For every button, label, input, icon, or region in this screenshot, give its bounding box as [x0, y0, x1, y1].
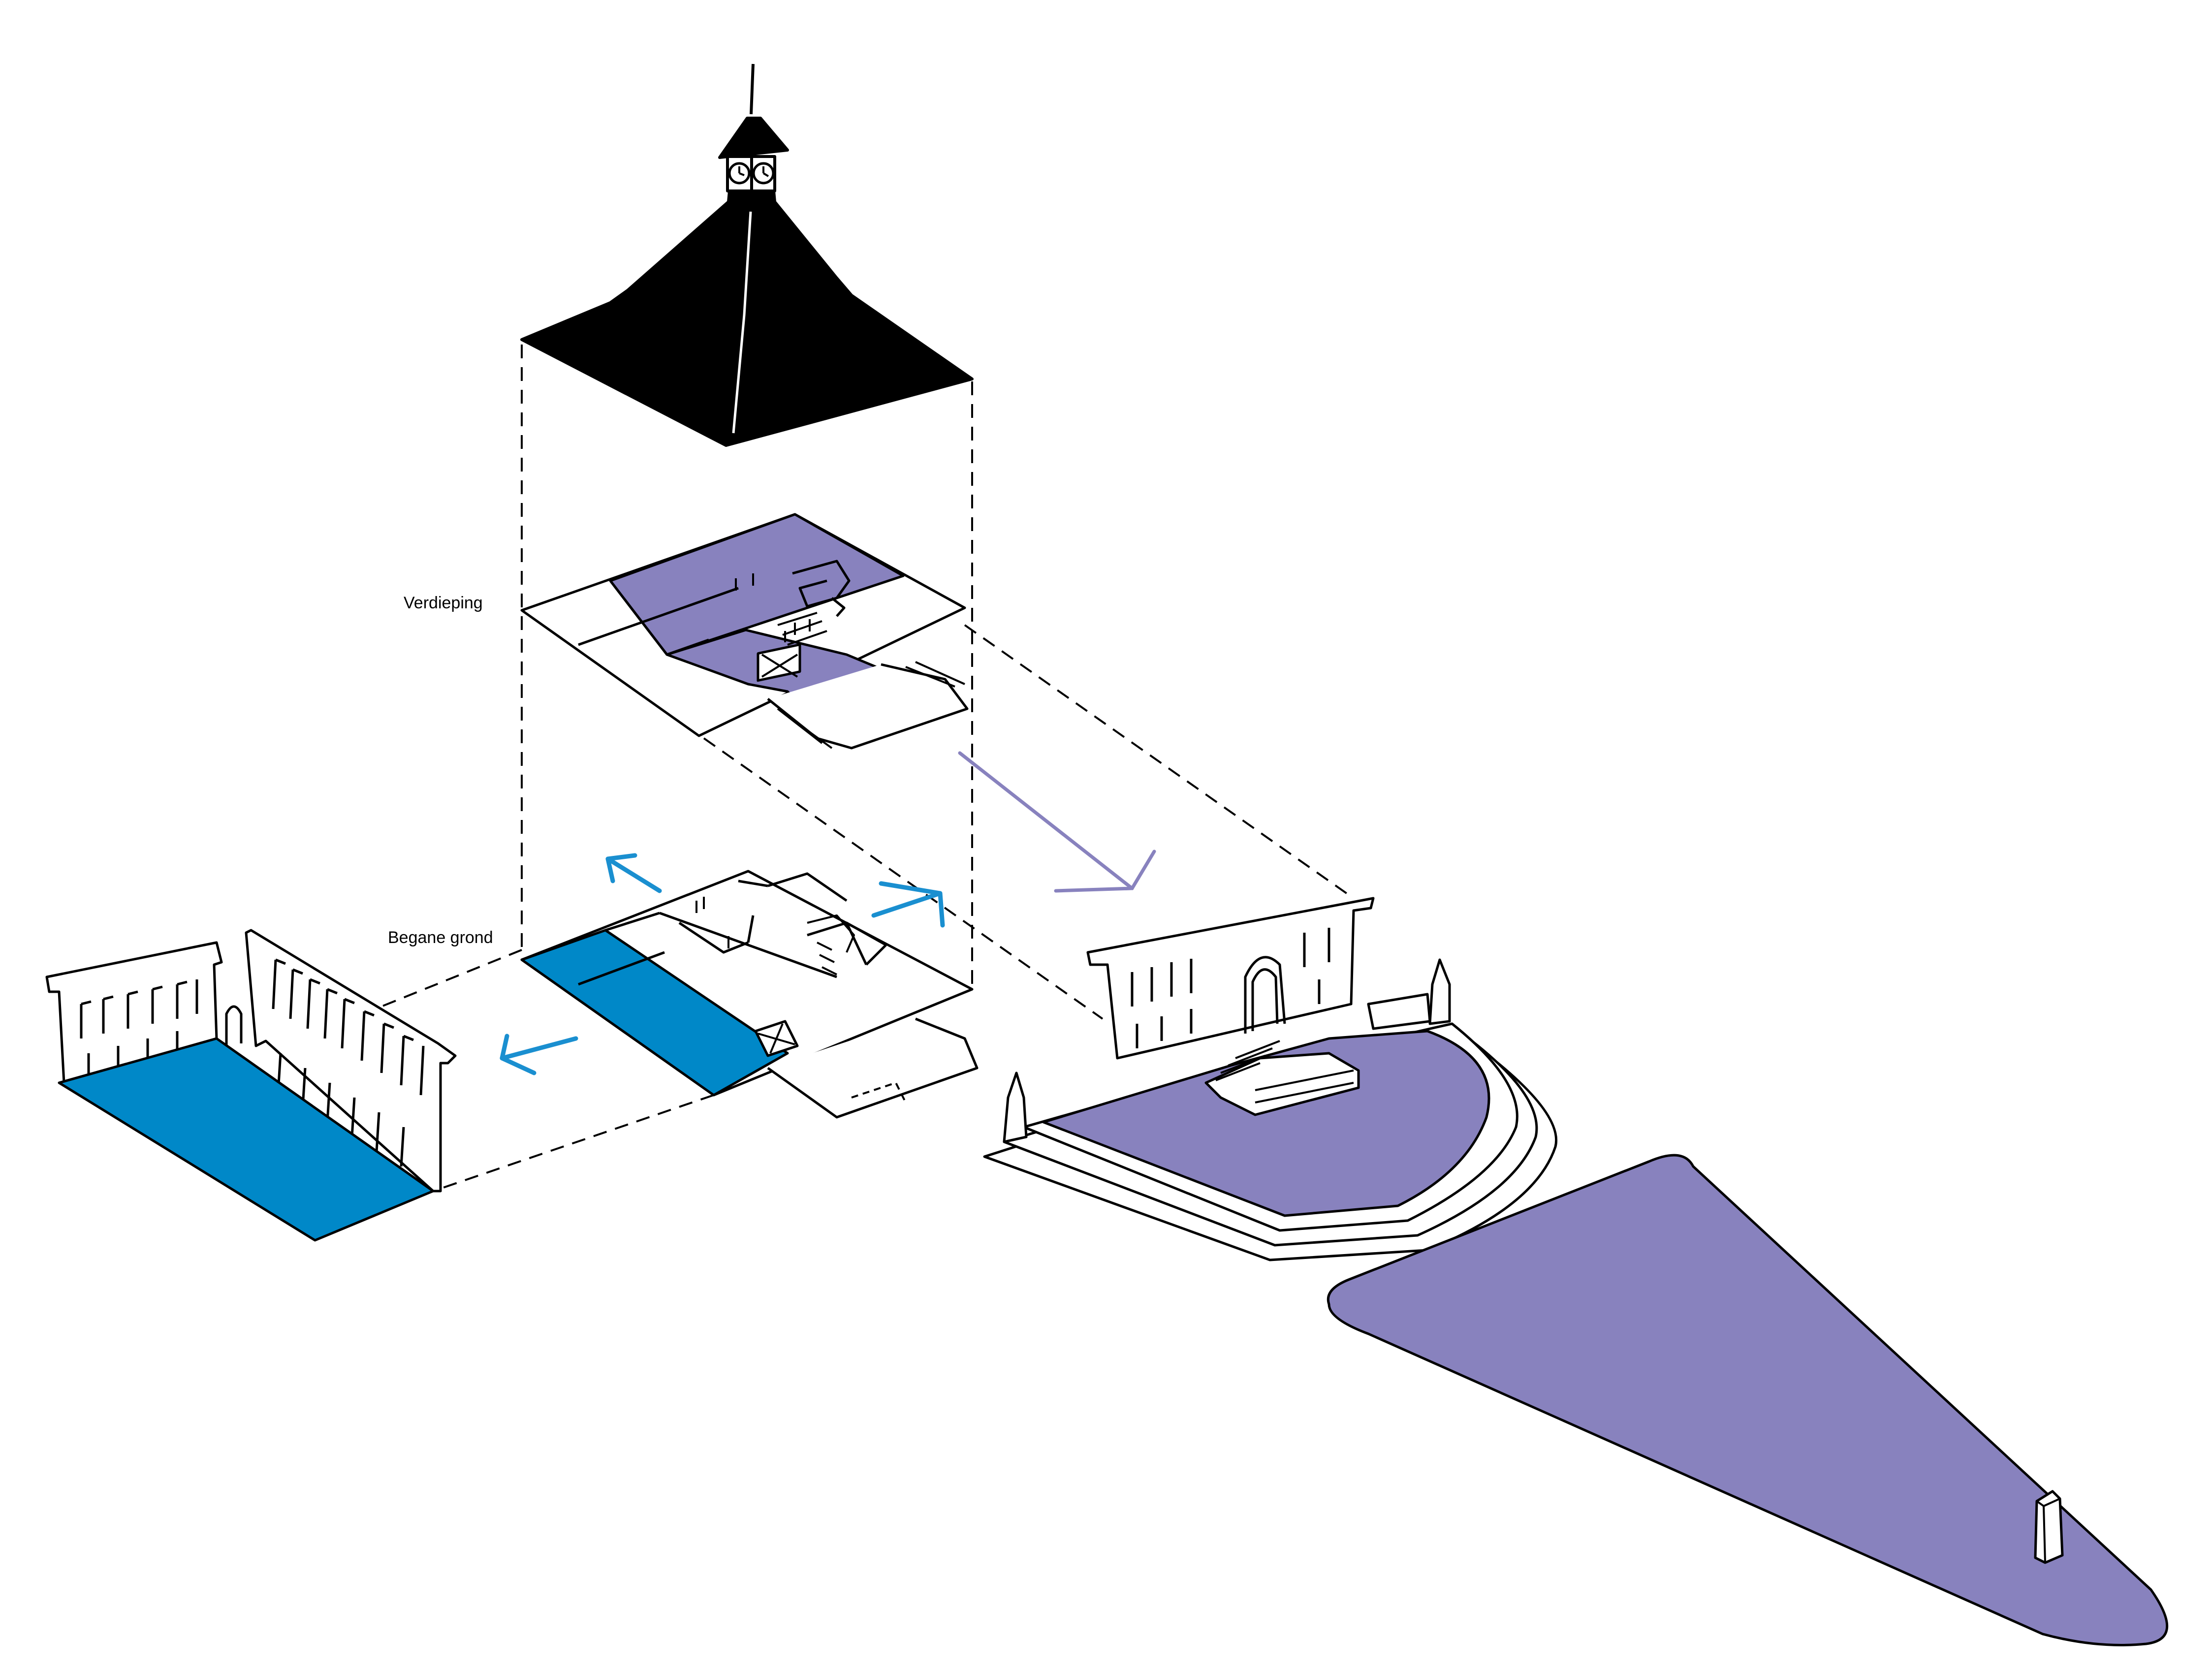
arrow-left-icon — [500, 1034, 578, 1075]
terrace-surface — [1042, 1030, 1490, 1217]
obelisk-left — [1003, 1071, 1028, 1143]
movement-arrow-purple — [958, 751, 1156, 893]
arrow-up-left-icon — [605, 853, 662, 893]
movement-arrows-blue — [500, 853, 945, 1075]
monument — [2034, 1490, 2064, 1564]
roof-spire — [520, 63, 974, 447]
ground-floor-plan — [520, 870, 979, 1119]
courtyard-floor — [58, 1037, 435, 1242]
elevator-icon — [758, 1023, 795, 1054]
arrow-up-right-icon — [871, 881, 945, 928]
courtyard-buildings — [45, 929, 457, 1242]
public-square — [1327, 1154, 2168, 1646]
upper-floor-plan — [520, 513, 969, 750]
obelisk-right — [1428, 958, 1451, 1025]
upper-floor-label: Verdieping — [404, 594, 483, 612]
ground-floor-highlight — [520, 929, 789, 1097]
ground-floor-label: Begane grond — [388, 928, 493, 947]
terrace-forecourt — [983, 897, 1557, 1261]
projection-lines — [369, 345, 1355, 1192]
